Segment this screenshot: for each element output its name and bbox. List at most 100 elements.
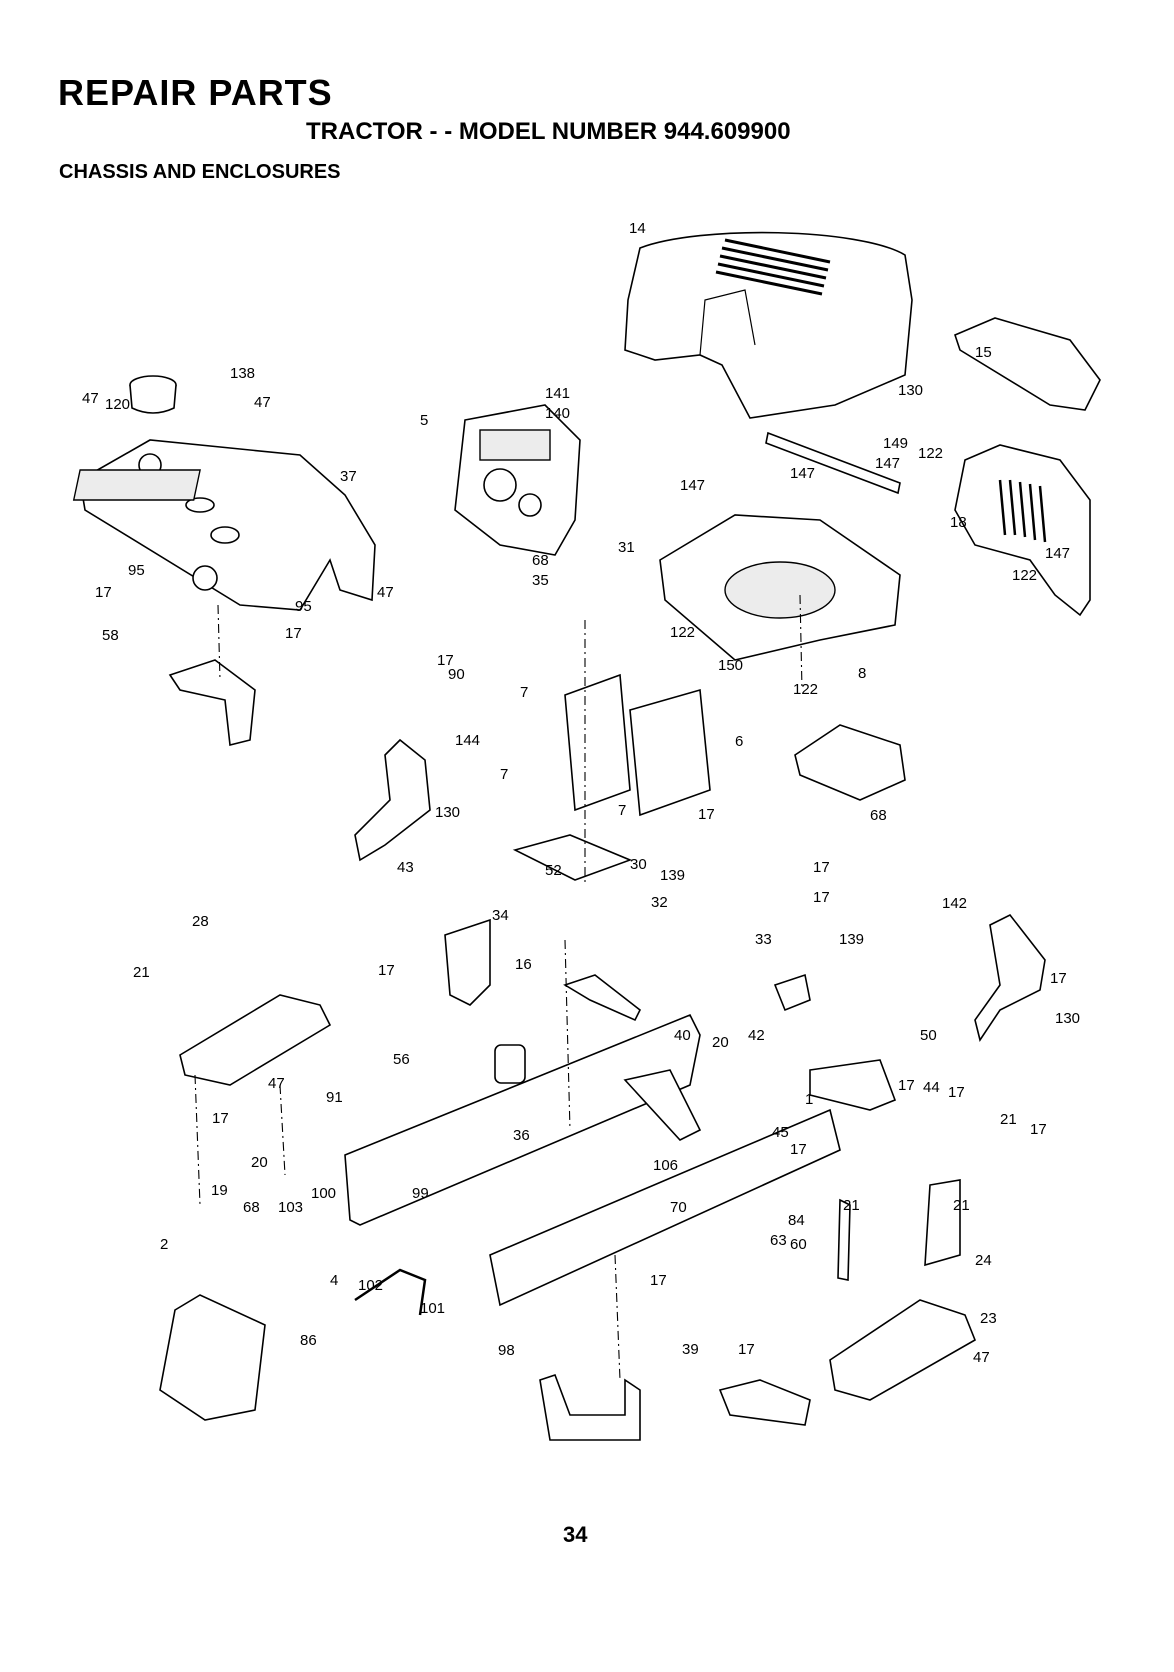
part-callout: 18 (950, 514, 967, 531)
part-callout: 106 (653, 1157, 678, 1174)
part-callout: 7 (500, 766, 508, 783)
part-callout: 16 (515, 956, 532, 973)
part-callout: 24 (975, 1252, 992, 1269)
part-callout: 17 (378, 962, 395, 979)
part-callout: 122 (670, 624, 695, 641)
grille-top-part (954, 317, 1101, 411)
part-callout: 17 (813, 859, 830, 876)
part-callout: 4 (330, 1272, 338, 1289)
part-callout: 44 (923, 1079, 940, 1096)
plate-43-part (444, 918, 491, 1006)
part-callout: 42 (748, 1027, 765, 1044)
part-callout: 21 (1000, 1111, 1017, 1128)
part-callout: 95 (295, 598, 312, 615)
part-callout: 70 (670, 1199, 687, 1216)
assembly-line (614, 1254, 621, 1381)
part-callout: 17 (948, 1084, 965, 1101)
part-callout: 91 (326, 1089, 343, 1106)
part-callout: 47 (268, 1075, 285, 1092)
bracket-142-part (974, 913, 1046, 1042)
rod-part (354, 1268, 427, 1316)
part-callout: 90 (448, 666, 465, 683)
fuel-cap-part (129, 375, 177, 414)
bracket-33-part (773, 973, 811, 1012)
model-subtitle: TRACTOR - - MODEL NUMBER 944.609900 (306, 118, 791, 145)
section-title: CHASSIS AND ENCLOSURES (59, 161, 341, 183)
part-callout: 17 (698, 806, 715, 823)
part-callout: 45 (772, 1124, 789, 1141)
part-callout: 47 (973, 1349, 990, 1366)
plate-part (794, 724, 906, 801)
part-callout: 140 (545, 405, 570, 422)
assembly-line (194, 1074, 201, 1206)
part-callout: 17 (437, 652, 454, 669)
footrest-right-part (829, 1299, 977, 1401)
page-title: REPAIR PARTS (58, 72, 333, 113)
bracket-40-part (623, 1069, 702, 1141)
part-callout: 17 (95, 584, 112, 601)
assembly-line (217, 604, 221, 681)
part-callout: 19 (211, 1182, 228, 1199)
part-callout: 2 (160, 1236, 168, 1253)
fender-part (72, 439, 376, 611)
strip-part (765, 431, 901, 495)
part-callout: 56 (393, 1051, 410, 1068)
part-callout: 103 (278, 1199, 303, 1216)
part-callout: 147 (790, 465, 815, 482)
part-callout: 20 (712, 1034, 729, 1051)
part-callout: 17 (738, 1341, 755, 1358)
part-callout: 21 (953, 1197, 970, 1214)
part-callout: 7 (618, 802, 626, 819)
part-callout: 7 (520, 684, 528, 701)
part-callout: 47 (377, 584, 394, 601)
part-callout: 1 (805, 1091, 813, 1108)
part-callout: 17 (212, 1110, 229, 1127)
part-callout: 33 (755, 931, 772, 948)
part-callout: 5 (420, 412, 428, 429)
frame-left-part (344, 1013, 701, 1226)
part-callout: 58 (102, 627, 119, 644)
part-callout: 23 (980, 1310, 997, 1327)
part-callout: 100 (311, 1185, 336, 1202)
plate-50-part (809, 1059, 897, 1111)
part-callout: 40 (674, 1027, 691, 1044)
part-callout: 31 (618, 539, 635, 556)
part-callout: 17 (813, 889, 830, 906)
part-callout: 21 (843, 1197, 860, 1214)
part-callout: 50 (920, 1027, 937, 1044)
hood-part (624, 231, 913, 419)
part-callout: 68 (532, 552, 549, 569)
part-callout: 139 (660, 867, 685, 884)
part-callout: 68 (870, 807, 887, 824)
part-callout: 21 (133, 964, 150, 981)
part-callout: 147 (1045, 545, 1070, 562)
part-callout: 144 (455, 732, 480, 749)
assembly-line (799, 594, 803, 691)
part-callout: 84 (788, 1212, 805, 1229)
part-callout: 122 (918, 445, 943, 462)
assembly-line (279, 1084, 286, 1176)
part-callout: 139 (839, 931, 864, 948)
part-callout: 20 (251, 1154, 268, 1171)
part-callout: 35 (532, 572, 549, 589)
part-callout: 138 (230, 365, 255, 382)
plate-44-part (924, 1179, 961, 1267)
part-callout: 130 (435, 804, 460, 821)
part-callout: 17 (285, 625, 302, 642)
assembly-line (564, 939, 571, 1131)
bracket-58-part (168, 659, 256, 746)
part-callout: 149 (883, 435, 908, 452)
part-callout: 99 (412, 1185, 429, 1202)
bracket-34-part (563, 974, 642, 1022)
part-callout: 6 (735, 733, 743, 750)
part-callout: 98 (498, 1342, 515, 1359)
shroud-part (659, 514, 901, 661)
part-callout: 28 (192, 913, 209, 930)
part-callout: 47 (254, 394, 271, 411)
part-callout: 39 (682, 1341, 699, 1358)
part-callout: 142 (942, 895, 967, 912)
part-callout: 101 (420, 1300, 445, 1317)
part-callout: 60 (790, 1236, 807, 1253)
part-callout: 52 (545, 862, 562, 879)
